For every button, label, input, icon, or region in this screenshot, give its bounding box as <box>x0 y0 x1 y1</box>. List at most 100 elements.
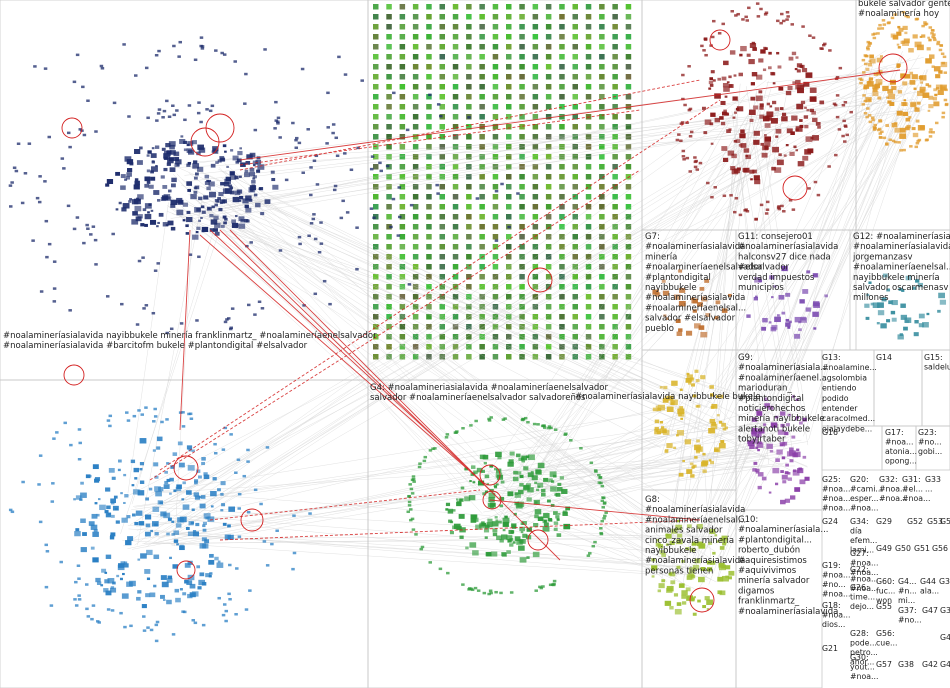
gray-edge <box>527 436 772 503</box>
grid-node <box>452 24 459 30</box>
grid-node <box>373 14 379 20</box>
group-label-line: mi... <box>898 596 915 605</box>
grid-node <box>532 204 539 210</box>
gray-edge <box>127 202 169 494</box>
grid-node <box>439 64 445 70</box>
grid-node <box>439 334 445 340</box>
group-label-line: G48 <box>940 660 950 669</box>
group-label-line: #noalamineríasialavida <box>645 293 745 303</box>
grid-node <box>625 54 632 60</box>
grid-node <box>466 254 472 260</box>
grid-node <box>545 334 552 340</box>
grid-node <box>519 34 525 40</box>
group-label-line: G55 <box>876 602 892 611</box>
group-label-line: ojalaydebe... <box>822 424 872 433</box>
gray-edge <box>184 99 915 176</box>
grid-node <box>479 34 485 40</box>
grid-node <box>452 184 459 190</box>
grid-node <box>519 54 525 60</box>
group-label-line: G52 <box>907 517 923 526</box>
grid-node <box>466 144 472 150</box>
grid-node <box>412 164 419 170</box>
gray-edge <box>145 57 911 548</box>
grid-node <box>439 214 445 220</box>
group-label-line: día <box>850 527 862 536</box>
grid-node <box>572 234 578 240</box>
grid-node <box>373 64 379 70</box>
grid-node <box>585 244 592 250</box>
grid-node <box>373 204 379 210</box>
grid-node <box>532 324 539 330</box>
grid-node <box>506 274 512 280</box>
grid-node <box>585 94 592 100</box>
grid-node <box>439 344 445 350</box>
grid-node <box>399 234 406 240</box>
grid-node <box>452 194 459 200</box>
grid-node <box>479 84 485 90</box>
grid-node <box>452 224 459 230</box>
grid-node <box>452 4 459 10</box>
group-label-line: G39 <box>940 606 950 615</box>
grid-node <box>612 54 618 60</box>
group-label-line: entiendo <box>822 384 857 393</box>
grid-node <box>559 174 565 180</box>
gray-edge <box>137 200 203 546</box>
group-label-line: #noa... <box>850 568 878 577</box>
grid-node <box>399 214 406 220</box>
gray-edge <box>488 454 781 480</box>
grid-node <box>585 34 592 40</box>
gray-edge <box>127 473 476 549</box>
grid-node <box>386 44 392 50</box>
gray-edge <box>173 137 759 168</box>
gray-edge <box>701 426 712 565</box>
grid-node <box>572 94 578 100</box>
grid-node <box>492 184 499 190</box>
grid-node <box>479 314 485 320</box>
grid-node <box>399 34 406 40</box>
grid-node <box>399 254 406 260</box>
gray-edge <box>695 105 912 430</box>
grid-node <box>625 194 632 200</box>
grid-node <box>585 124 592 130</box>
grid-node <box>585 324 592 330</box>
grid-node <box>506 114 512 120</box>
grid-node <box>426 4 432 10</box>
group-label-line: #noalamine... <box>822 363 877 372</box>
grid-node <box>426 334 432 340</box>
group-label-g14: G14 <box>876 353 892 362</box>
group-label-line: G12: #noalamineríasiala... <box>853 232 950 242</box>
grid-node <box>612 134 618 140</box>
grid-node <box>439 254 445 260</box>
grid-node <box>426 174 432 180</box>
grid-node <box>452 164 459 170</box>
grid-node <box>572 214 578 220</box>
group-label-line: #noa... <box>822 494 850 503</box>
gray-edge <box>170 478 520 545</box>
group-label-line: #noa... <box>879 494 907 503</box>
gray-edge <box>173 533 700 568</box>
group-label-line: #aquivivimos <box>738 566 797 576</box>
grid-node <box>506 184 512 190</box>
group-label-line: G29 <box>876 517 892 526</box>
group-label-g30: G30:yout...#noa... <box>850 653 878 681</box>
grid-node <box>373 74 379 80</box>
grid-node <box>559 134 565 140</box>
gray-edge <box>481 100 891 496</box>
grid-node <box>625 334 632 340</box>
grid-node <box>373 354 379 360</box>
grid-node <box>599 254 605 260</box>
grid-node <box>412 4 419 10</box>
grid-node <box>532 234 539 240</box>
grid-node <box>599 194 605 200</box>
grid-node <box>585 104 592 110</box>
grid-node <box>532 224 539 230</box>
grid-node <box>426 304 432 310</box>
gray-edge <box>176 134 783 534</box>
grid-node <box>386 224 392 230</box>
gray-edge <box>670 97 909 588</box>
grid-node <box>545 94 552 100</box>
gray-edge <box>504 420 683 482</box>
grid-node <box>439 174 445 180</box>
grid-node <box>519 24 525 30</box>
grid-node <box>439 34 445 40</box>
